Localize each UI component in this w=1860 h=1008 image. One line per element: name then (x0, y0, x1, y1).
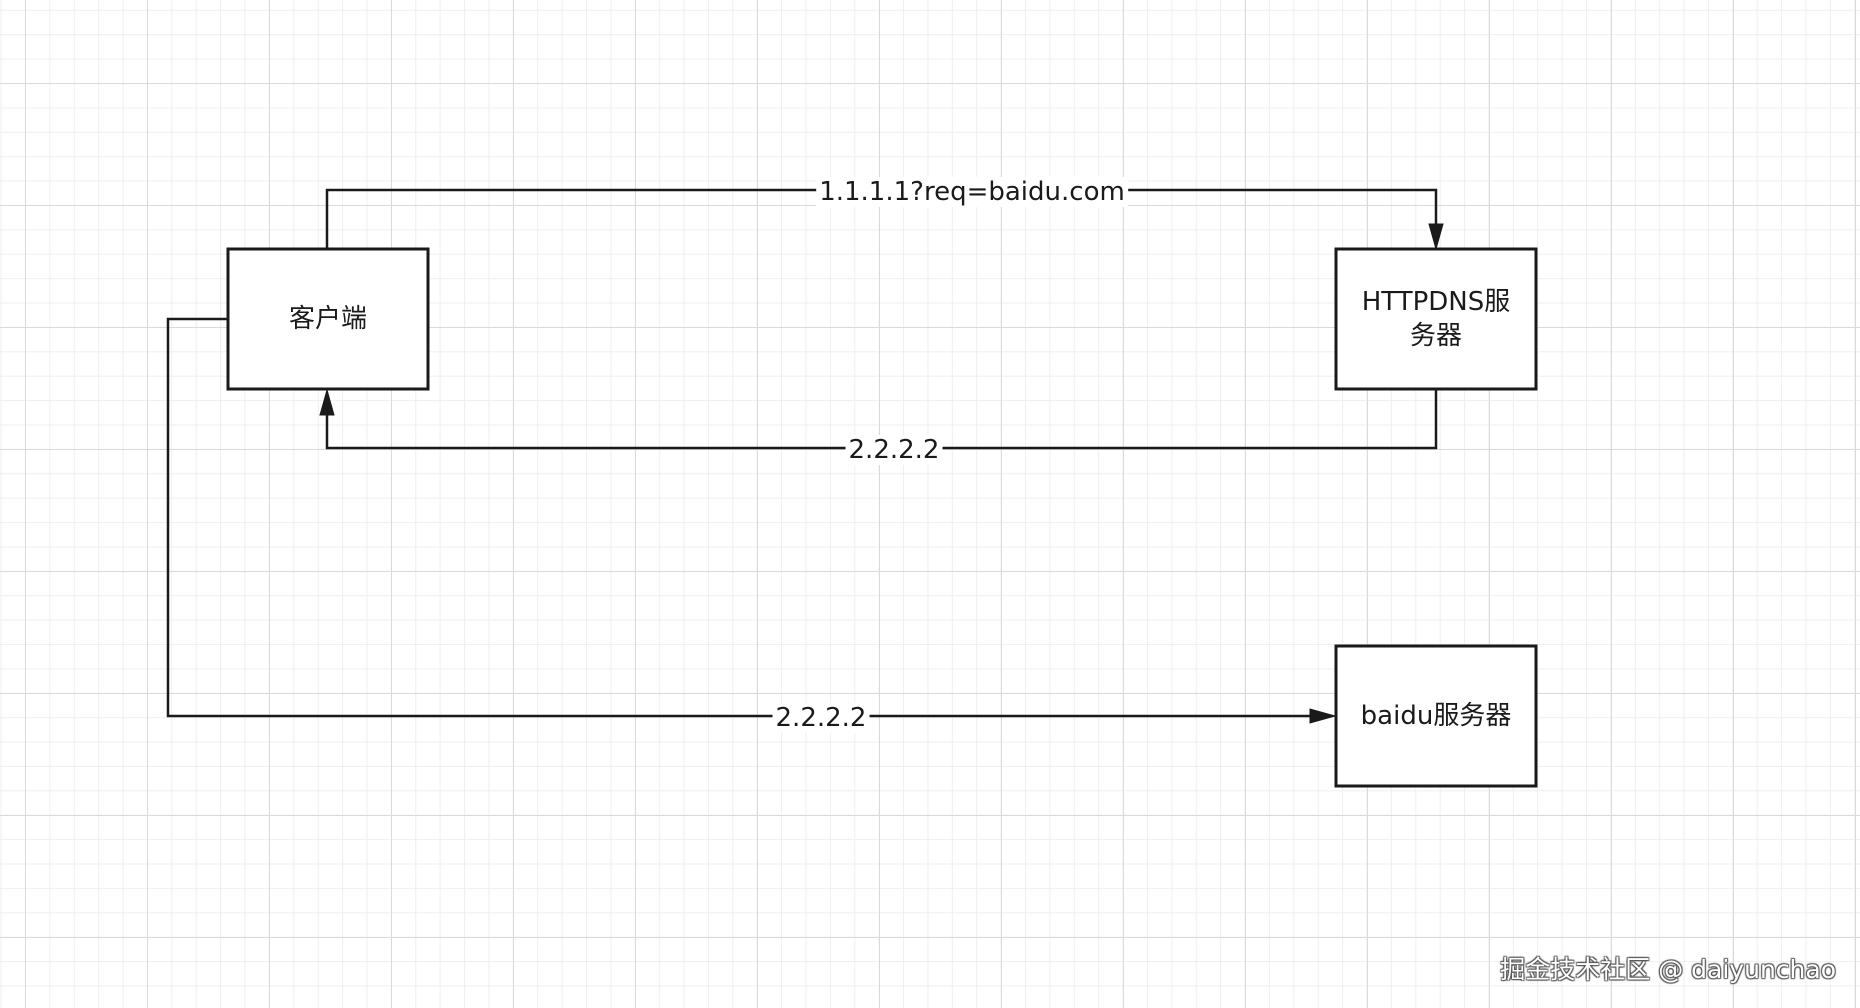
node-httpdns-server-label: HTTPDNS服 务器 (1361, 287, 1511, 351)
edge-label-client-to-httpdns: 1.1.1.1?req=baidu.com (816, 177, 1128, 207)
edge-label-client-to-baidu: 2.2.2.2 (772, 703, 870, 733)
arrowhead-client (319, 388, 335, 416)
arrowhead-httpdns (1428, 223, 1444, 251)
node-httpdns-server[interactable] (1334, 247, 1538, 391)
edge-client-to-baidu[interactable] (166, 317, 1318, 718)
node-baidu-server[interactable] (1334, 644, 1538, 788)
node-client-label: 客户端 (288, 304, 367, 334)
watermark: 掘金技术社区 @ daiyunchao (1500, 955, 1836, 984)
node-client[interactable] (226, 247, 430, 391)
node-baidu-server-label: baidu服务器 (1360, 701, 1512, 731)
arrowhead-baidu (1309, 708, 1337, 724)
edge-label-httpdns-to-client: 2.2.2.2 (845, 435, 943, 465)
